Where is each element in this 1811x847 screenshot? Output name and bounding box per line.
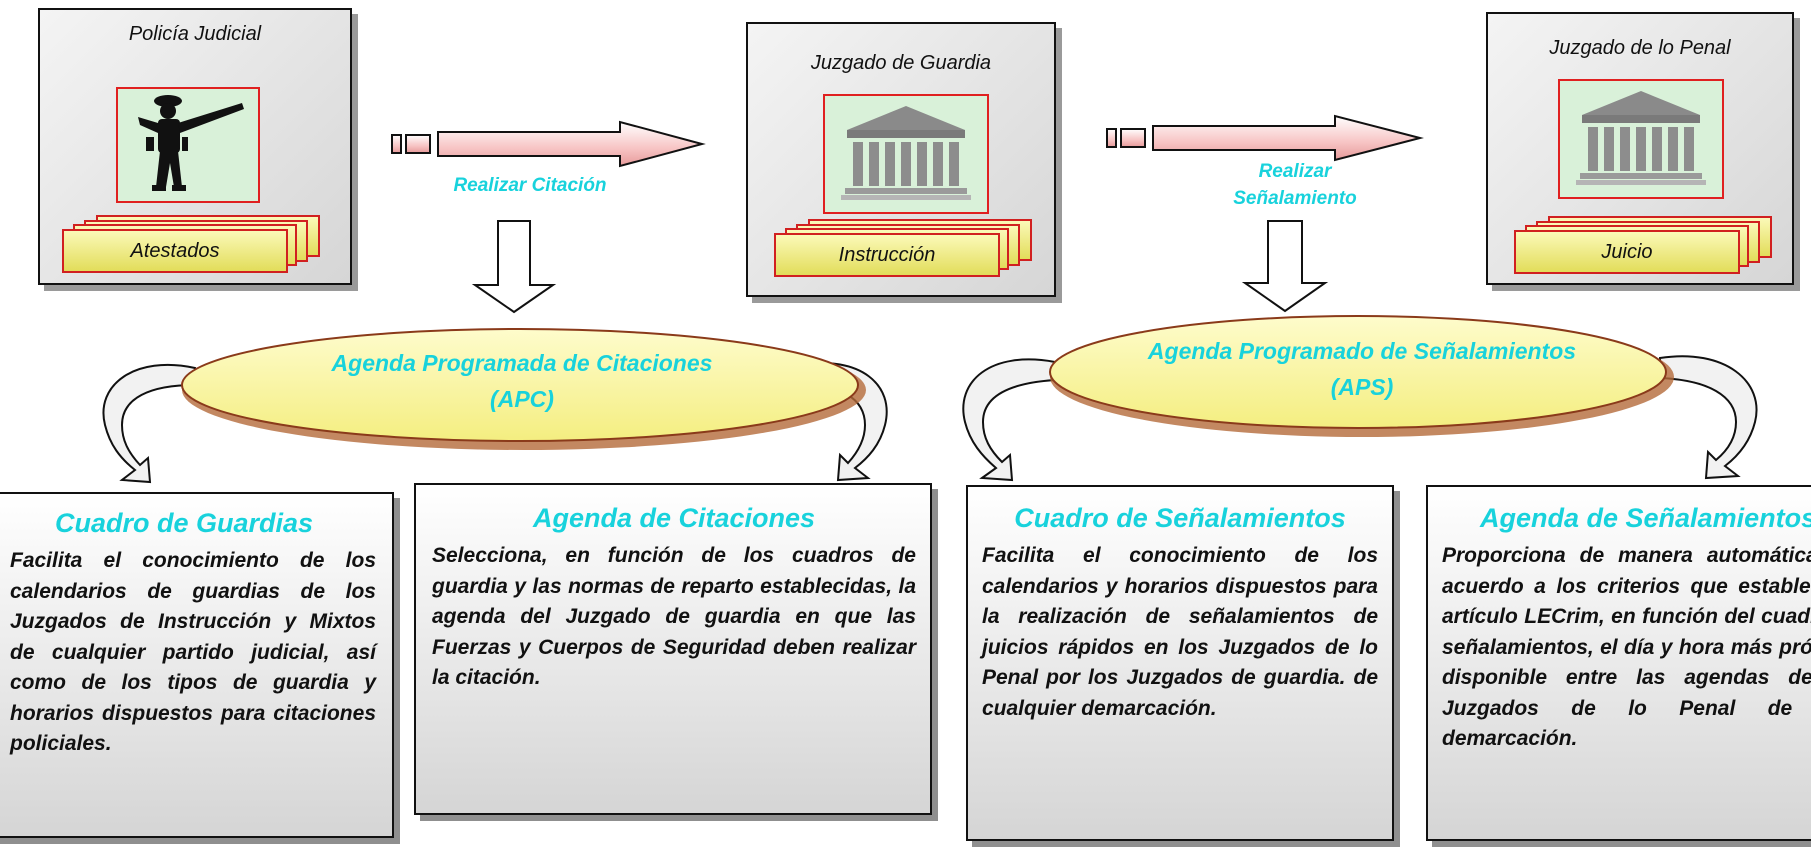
curved-arrow-aps-left [962,358,1056,482]
card-title: Agenda de Señalamientos [1480,503,1811,533]
document-stack: Juicio [1514,216,1776,276]
entity-title: Juzgado de lo Penal [1549,37,1731,59]
flow-label-senalamiento: Realizar Señalamiento [1195,158,1395,212]
oval-aps [1049,315,1667,429]
arrow-down-senalamiento [1241,220,1329,313]
card-cuadro-guardias: Cuadro de Guardias Facilita el conocimie… [0,492,394,838]
courthouse-icon [823,94,989,214]
stack-label: Juicio [1601,240,1653,263]
entity-juzgado-penal: Juzgado de lo Penal Juicio [1486,12,1794,285]
card-body: Selecciona, en función de los cuadros de… [432,544,916,689]
agenda-aps-label: Agenda Programado de Señalamientos (APS) [1062,333,1662,405]
entity-title: Policía Judicial [128,23,262,45]
card-agenda-citaciones: Agenda de Citaciones Selecciona, en func… [414,483,932,815]
agenda-apc-name: Agenda Programada de Citaciones [331,350,713,376]
entity-title: Juzgado de Guardia [810,52,992,74]
card-title: Cuadro de Guardias [54,508,314,538]
document-stack: Instrucción [774,219,1036,279]
document-stack: Atestados [62,215,322,275]
card-title: Cuadro de Señalamientos [1014,503,1346,533]
card-body: Facilita el conocimiento de los calendar… [10,549,376,755]
stack-label: Instrucción [838,243,936,266]
oval-apc [181,328,859,442]
police-officer-icon [116,87,260,203]
agenda-aps-acronym: (APS) [1330,374,1394,400]
courthouse-icon [1558,79,1724,199]
arrow-down-citacion [471,220,557,314]
flow-label-line2: Señalamiento [1233,188,1357,209]
arrow-right-senalamiento [1106,114,1424,162]
card-title: Agenda de Citaciones [532,503,816,533]
entity-juzgado-guardia: Juzgado de Guardia Instrucción [746,22,1056,297]
stack-label: Atestados [130,239,220,262]
card-body: Facilita el conocimiento de los calendar… [982,544,1378,720]
flow-label-line1: Realizar [1258,161,1332,182]
entity-policia-judicial: Policía Judicial Atestados [38,8,352,285]
card-cuadro-senalamientos: Cuadro de Señalamientos Facilita el cono… [966,485,1394,841]
agenda-apc-label: Agenda Programada de Citaciones (APC) [232,345,812,417]
agenda-apc-acronym: (APC) [490,386,554,412]
arrow-right-citacion [391,120,706,168]
curved-arrow-aps-right [1659,355,1758,480]
flow-label-citacion: Realizar Citación [453,175,607,196]
card-agenda-senalamientos: Agenda de Señalamientos Proporciona de m… [1426,485,1811,841]
agenda-aps-name: Agenda Programado de Señalamientos [1147,338,1577,364]
curved-arrow-apc-left [102,363,196,484]
